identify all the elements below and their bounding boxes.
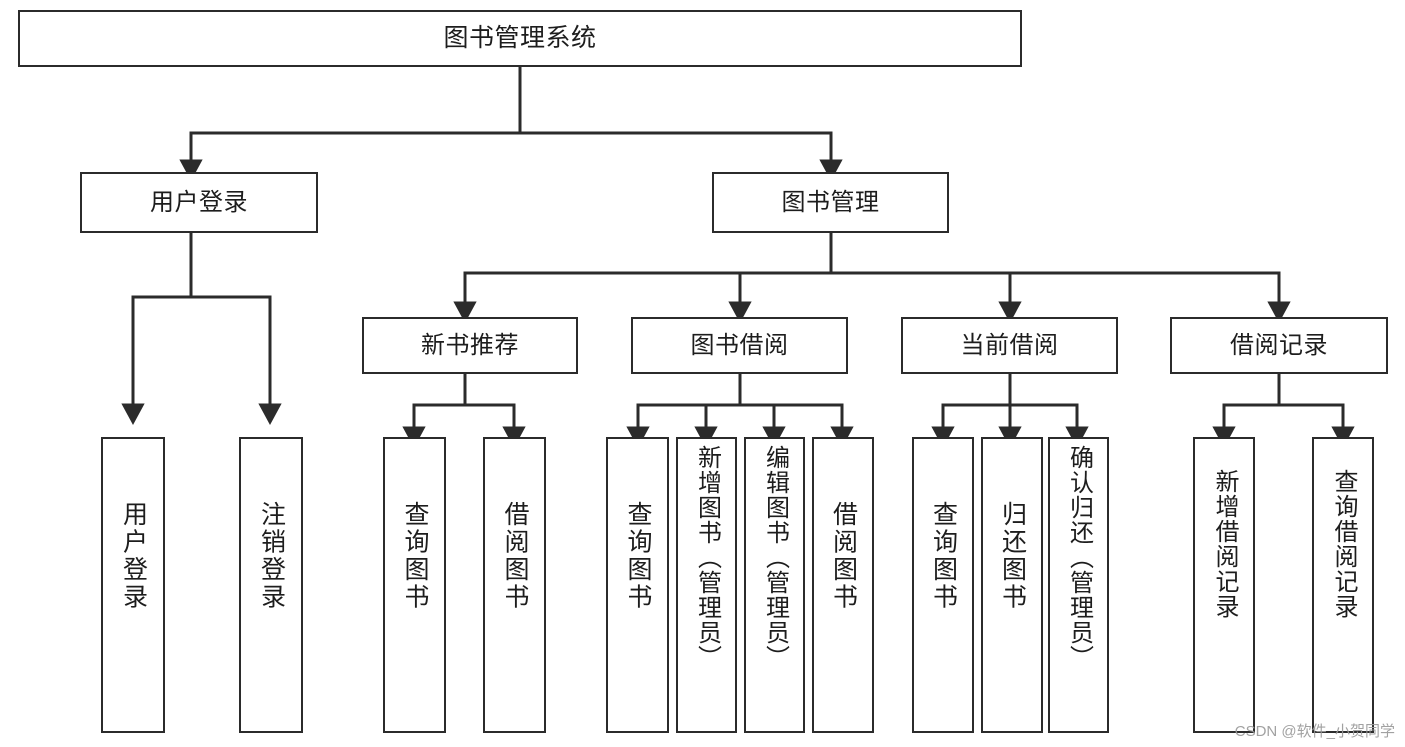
node-current-borrow[interactable]: 当前借阅 — [901, 317, 1118, 374]
leaf-add-book-admin[interactable]: 新增图书（管理员） — [676, 437, 737, 733]
node-label: 图书管理系统 — [443, 24, 597, 53]
node-label: 查询图书 — [624, 501, 652, 611]
node-root-system[interactable]: 图书管理系统 — [18, 10, 1022, 67]
node-new-book-recommend[interactable]: 新书推荐 — [362, 317, 578, 374]
node-label: 新增借阅记录 — [1211, 469, 1238, 619]
leaf-add-borrow-record[interactable]: 新增借阅记录 — [1193, 437, 1255, 733]
node-label: 注销登录 — [257, 501, 286, 611]
leaf-query-book-borrow[interactable]: 查询图书 — [606, 437, 669, 733]
leaf-query-book-recommend[interactable]: 查询图书 — [383, 437, 446, 733]
node-label: 归还图书 — [998, 501, 1027, 611]
node-label: 查询图书 — [401, 501, 429, 611]
node-borrow-records[interactable]: 借阅记录 — [1170, 317, 1388, 374]
leaf-user-logout[interactable]: 注销登录 — [239, 437, 303, 733]
node-label: 用户登录 — [119, 501, 148, 611]
node-label: 查询借阅记录 — [1330, 469, 1357, 619]
node-book-borrow[interactable]: 图书借阅 — [631, 317, 848, 374]
watermark-text: CSDN @软件_小贺同学 — [1234, 723, 1395, 740]
node-label: 借阅图书 — [501, 501, 529, 611]
node-label: 借阅图书 — [829, 501, 858, 611]
node-label: 用户登录 — [150, 188, 248, 216]
leaf-query-book-current[interactable]: 查询图书 — [912, 437, 974, 733]
leaf-edit-book-admin[interactable]: 编辑图书（管理员） — [744, 437, 805, 733]
node-label: 借阅记录 — [1230, 331, 1328, 359]
node-label: 查询图书 — [929, 501, 958, 611]
leaf-return-book[interactable]: 归还图书 — [981, 437, 1043, 733]
node-label: 新书推荐 — [421, 331, 519, 359]
node-book-management[interactable]: 图书管理 — [712, 172, 949, 233]
node-label: 新增图书（管理员） — [693, 445, 721, 670]
leaf-user-login[interactable]: 用户登录 — [101, 437, 165, 733]
node-label: 图书管理 — [781, 188, 880, 216]
leaf-borrow-book-borrow[interactable]: 借阅图书 — [812, 437, 874, 733]
node-label: 图书借阅 — [690, 331, 789, 359]
leaf-query-borrow-record[interactable]: 查询借阅记录 — [1312, 437, 1374, 733]
node-label: 当前借阅 — [960, 331, 1059, 359]
node-label: 编辑图书（管理员） — [761, 445, 789, 670]
node-user-login[interactable]: 用户登录 — [80, 172, 318, 233]
leaf-borrow-book-recommend[interactable]: 借阅图书 — [483, 437, 546, 733]
leaf-confirm-return-admin[interactable]: 确认归还（管理员） — [1048, 437, 1109, 733]
node-label: 确认归还（管理员） — [1065, 445, 1093, 670]
